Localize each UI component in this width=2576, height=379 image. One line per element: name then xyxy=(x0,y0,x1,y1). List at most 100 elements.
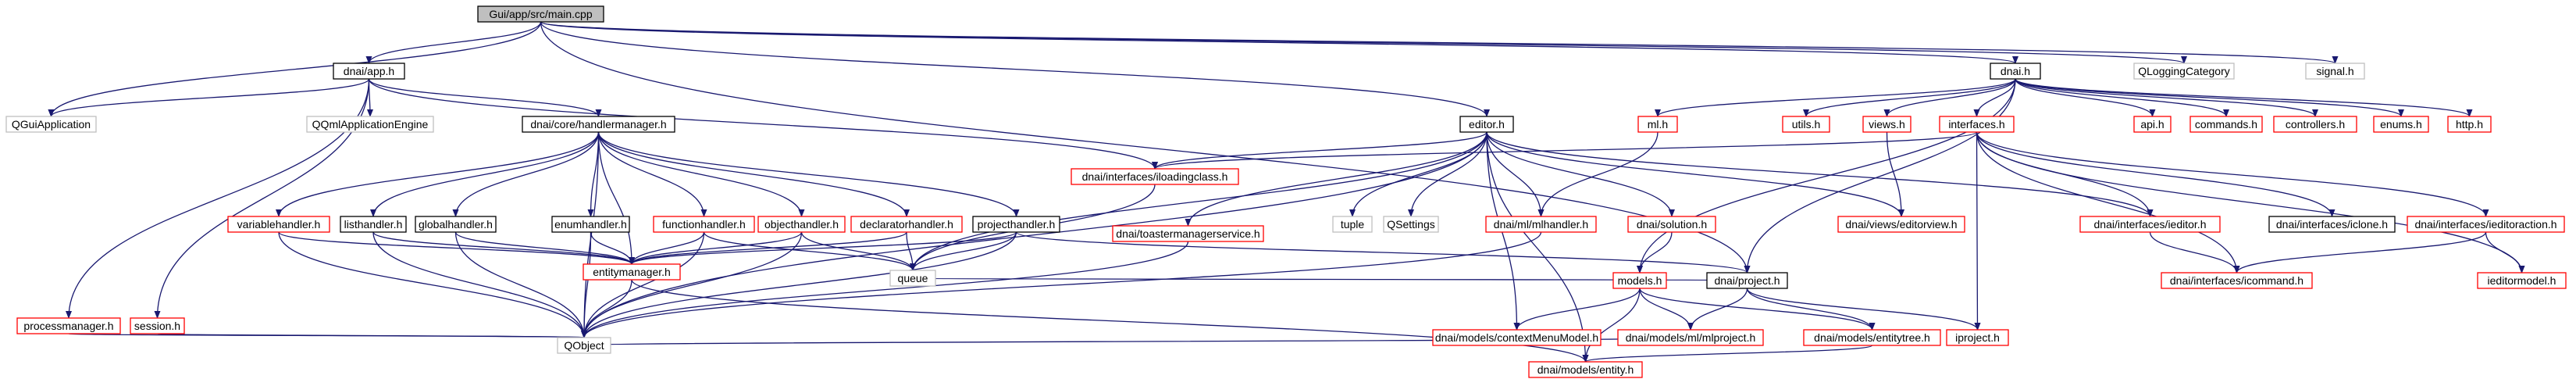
node-qobject[interactable]: QObject xyxy=(557,337,611,354)
edge-ieditoraction-to-ieditormodel xyxy=(2485,231,2525,274)
edge-handlermanager-to-listhandler xyxy=(370,131,600,217)
node-contextmenumodel[interactable]: dnai/models/contextMenuModel.h xyxy=(1432,329,1602,346)
node-dnaih[interactable]: dnai.h xyxy=(1990,63,2041,80)
node-box-listhandler xyxy=(340,216,407,233)
node-label-modelsh: models.h xyxy=(1618,274,1662,287)
node-mlh[interactable]: ml.h xyxy=(1637,116,1678,133)
node-iclone[interactable]: dnai/interfaces/iclone.h xyxy=(2268,216,2396,233)
node-session[interactable]: session.h xyxy=(130,317,185,334)
node-listhandler[interactable]: listhandler.h xyxy=(340,216,407,233)
node-label-enumhandler: enumhandler.h xyxy=(554,218,627,231)
edge-entitymanager-to-entity xyxy=(631,279,1589,363)
node-processmanager[interactable]: processmanager.h xyxy=(16,317,121,334)
edge-toastermanager-to-qobject xyxy=(581,241,1189,338)
node-label-qsettings: QSettings xyxy=(1387,218,1434,231)
node-views[interactable]: views.h xyxy=(1862,116,1912,133)
node-iproject[interactable]: iproject.h xyxy=(1946,329,2009,346)
node-qsettings[interactable]: QSettings xyxy=(1383,216,1439,233)
node-label-solution: dnai/solution.h xyxy=(1637,218,1707,231)
edge-dnaih-to-controllers xyxy=(2015,78,2318,117)
node-label-app: dnai/app.h xyxy=(344,65,394,77)
node-commands[interactable]: commands.h xyxy=(2189,116,2263,133)
node-box-iloadingclass xyxy=(1071,168,1239,185)
node-label-tuple: tuple xyxy=(1341,218,1365,231)
node-box-main xyxy=(477,5,604,23)
node-box-iclone xyxy=(2268,216,2396,233)
edge-objecthandler-to-entitymanager xyxy=(629,231,803,265)
node-api[interactable]: api.h xyxy=(2133,116,2172,133)
edge-listhandler-to-qobject xyxy=(372,231,587,338)
node-app[interactable]: dnai/app.h xyxy=(333,63,405,80)
node-icommand[interactable]: dnai/interfaces/icommand.h xyxy=(2161,272,2313,289)
node-iloadingclass[interactable]: dnai/interfaces/iloadingclass.h xyxy=(1071,168,1239,185)
node-box-tuple xyxy=(1332,216,1373,233)
edge-main-to-qguiapplication xyxy=(48,21,542,117)
node-controllers[interactable]: controllers.h xyxy=(2273,116,2357,133)
node-ieditoraction[interactable]: dnai/interfaces/ieditoraction.h xyxy=(2407,216,2565,233)
node-ieditor[interactable]: dnai/interfaces/ieditor.h xyxy=(2079,216,2221,233)
node-box-mlhandler xyxy=(1485,216,1597,233)
node-label-processmanager: processmanager.h xyxy=(23,320,113,332)
node-qloggingcategory[interactable]: QLoggingCategory xyxy=(2133,63,2235,80)
node-box-globalhandler xyxy=(415,216,497,233)
node-label-functionhandler: functionhandler.h xyxy=(662,218,746,231)
node-projecth[interactable]: dnai/project.h xyxy=(1706,272,1788,289)
node-editorview[interactable]: dnai/views/editorview.h xyxy=(1837,216,1965,233)
node-box-enums xyxy=(2373,116,2429,133)
node-box-solution xyxy=(1627,216,1716,233)
node-box-qsettings xyxy=(1383,216,1439,233)
node-box-entity xyxy=(1528,361,1643,378)
node-label-entitymanager: entitymanager.h xyxy=(593,266,671,278)
node-main[interactable]: Gui/app/src/main.cpp xyxy=(477,5,604,23)
node-functionhandler[interactable]: functionhandler.h xyxy=(653,216,755,233)
node-editorh[interactable]: editor.h xyxy=(1459,116,1514,133)
node-utils[interactable]: utils.h xyxy=(1782,116,1830,133)
node-box-variablehandler xyxy=(227,216,330,233)
edge-dnaih-to-api xyxy=(2015,78,2156,117)
node-projecthandler[interactable]: projecthandler.h xyxy=(972,216,1060,233)
node-box-qloggingcategory xyxy=(2133,63,2235,80)
node-signalh[interactable]: signal.h xyxy=(2305,63,2365,80)
node-solution[interactable]: dnai/solution.h xyxy=(1627,216,1716,233)
node-globalhandler[interactable]: globalhandler.h xyxy=(415,216,497,233)
node-box-iproject xyxy=(1946,329,2009,346)
edge-globalhandler-to-qobject xyxy=(454,231,587,338)
node-ieditormodel[interactable]: ieditormodel.h xyxy=(2477,272,2567,289)
node-label-toastermanager: dnai/toastermanagerservice.h xyxy=(1116,227,1259,240)
node-qqmlappengine[interactable]: QQmlApplicationEngine xyxy=(306,116,434,133)
node-box-processmanager xyxy=(16,317,121,334)
node-queue[interactable]: queue xyxy=(889,270,936,287)
node-box-ieditormodel xyxy=(2477,272,2567,289)
node-handlermanager[interactable]: dnai/core/handlermanager.h xyxy=(522,116,675,133)
edge-editorh-to-mlhandler xyxy=(1486,131,1545,217)
edge-editorh-to-entity xyxy=(1486,131,1589,363)
node-objecthandler[interactable]: objecthandler.h xyxy=(757,216,846,233)
node-declaratorhandler[interactable]: declaratorhandler.h xyxy=(850,216,963,233)
node-mlproject[interactable]: dnai/models/ml/mlproject.h xyxy=(1617,329,1764,346)
node-variablehandler[interactable]: variablehandler.h xyxy=(227,216,330,233)
node-enumhandler[interactable]: enumhandler.h xyxy=(551,216,630,233)
node-tuple[interactable]: tuple xyxy=(1332,216,1373,233)
node-box-commands xyxy=(2189,116,2263,133)
node-entitytree[interactable]: dnai/models/entitytree.h xyxy=(1803,329,1941,346)
node-box-qqmlappengine xyxy=(306,116,434,133)
node-label-entity: dnai/models/entity.h xyxy=(1537,363,1634,376)
node-interfaces[interactable]: interfaces.h xyxy=(1939,116,2015,133)
node-box-toastermanager xyxy=(1112,225,1264,242)
node-label-iproject: iproject.h xyxy=(1955,331,2000,344)
node-label-qobject: QObject xyxy=(564,339,604,352)
node-label-controllers: controllers.h xyxy=(2286,118,2345,131)
node-entity[interactable]: dnai/models/entity.h xyxy=(1528,361,1643,378)
node-enums[interactable]: enums.h xyxy=(2373,116,2429,133)
node-label-variablehandler: variablehandler.h xyxy=(237,218,321,231)
node-box-signalh xyxy=(2305,63,2365,80)
node-http[interactable]: http.h xyxy=(2447,116,2492,133)
node-entitymanager[interactable]: entitymanager.h xyxy=(583,263,681,281)
node-mlhandler[interactable]: dnai/ml/mlhandler.h xyxy=(1485,216,1597,233)
node-toastermanager[interactable]: dnai/toastermanagerservice.h xyxy=(1112,225,1264,242)
node-modelsh[interactable]: models.h xyxy=(1612,272,1667,289)
node-qguiapplication[interactable]: QGuiApplication xyxy=(5,116,97,133)
node-label-entitytree: dnai/models/entitytree.h xyxy=(1814,331,1930,344)
node-box-editorview xyxy=(1837,216,1965,233)
node-label-iloadingclass: dnai/interfaces/iloadingclass.h xyxy=(1082,170,1228,183)
